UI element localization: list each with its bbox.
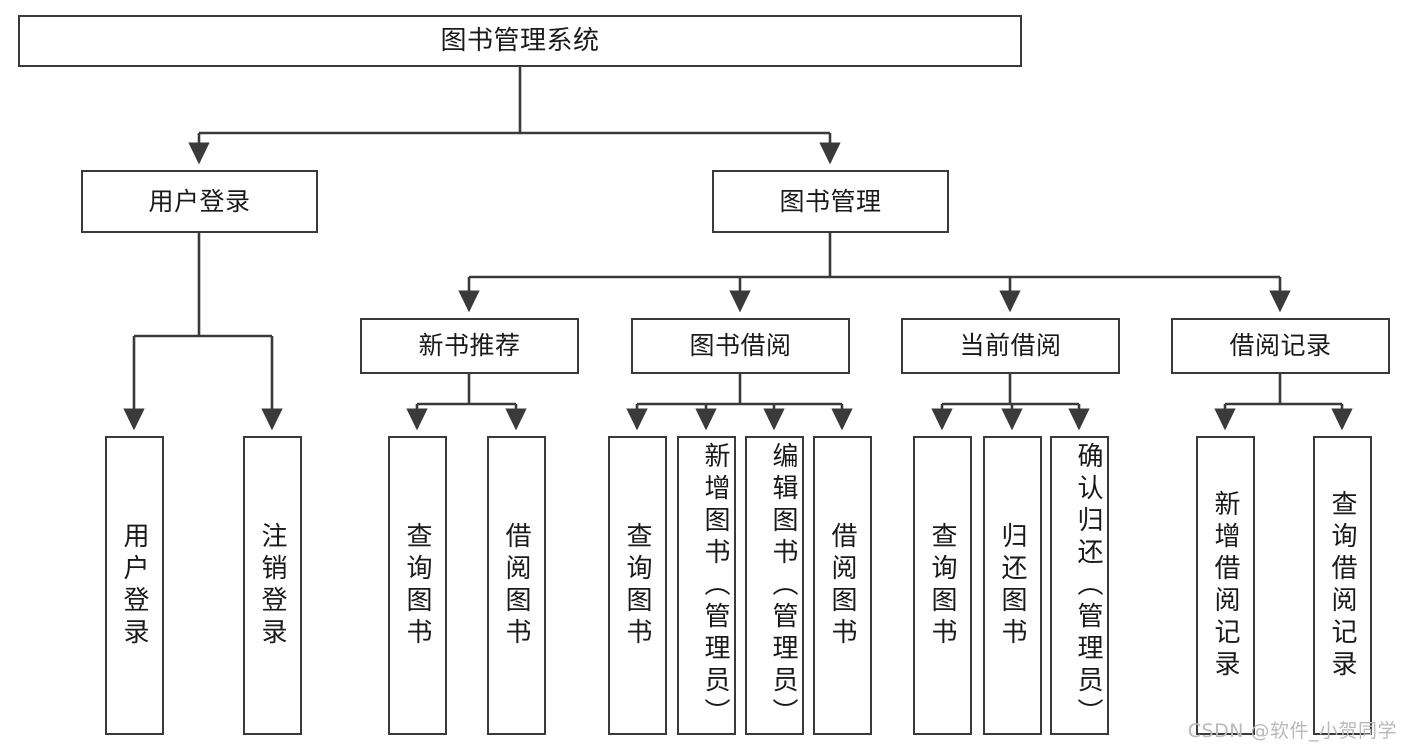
node-new-book-recommend[interactable]: 新书推荐 (360, 318, 579, 374)
node-leaf-user-login[interactable]: 用户登录 (105, 436, 164, 735)
node-borrow-record[interactable]: 借阅记录 (1171, 318, 1390, 374)
node-book-manage[interactable]: 图书管理 (712, 170, 949, 233)
node-label: 新书推荐 (418, 331, 521, 361)
node-leaf-borrow-book-1[interactable]: 借阅图书 (487, 436, 546, 735)
node-leaf-query-record[interactable]: 查询借阅记录 (1313, 436, 1372, 735)
node-label: 借阅记录 (1229, 331, 1332, 361)
node-root-system[interactable]: 图书管理系统 (18, 15, 1022, 67)
csdn-watermark: CSDN @软件_小贺同学 (1187, 720, 1397, 742)
node-label: 用户登录 (148, 186, 251, 216)
node-label: 借阅图书 (501, 521, 531, 650)
node-label: 编辑图书（管理员） (768, 442, 798, 730)
node-label: 用户登录 (119, 521, 149, 650)
node-label: 归还图书 (997, 521, 1027, 650)
node-label: 当前借阅 (959, 331, 1062, 361)
node-label: 图书管理系统 (440, 25, 600, 56)
node-current-borrow[interactable]: 当前借阅 (901, 318, 1120, 374)
node-label: 新增图书（管理员） (700, 442, 730, 730)
node-user-login[interactable]: 用户登录 (81, 170, 318, 233)
node-leaf-confirm-return[interactable]: 确认归还（管理员） (1050, 436, 1109, 735)
node-leaf-logout-login[interactable]: 注销登录 (243, 436, 302, 735)
node-leaf-return-book[interactable]: 归还图书 (983, 436, 1042, 735)
node-label: 查询图书 (402, 521, 432, 650)
node-leaf-query-book-2[interactable]: 查询图书 (608, 436, 667, 735)
node-leaf-borrow-book-2[interactable]: 借阅图书 (813, 436, 872, 735)
node-leaf-query-book-3[interactable]: 查询图书 (913, 436, 972, 735)
node-leaf-edit-book[interactable]: 编辑图书（管理员） (745, 436, 804, 735)
node-label: 确认归还（管理员） (1073, 442, 1103, 730)
node-label: 查询图书 (927, 521, 957, 650)
node-label: 查询借阅记录 (1327, 489, 1357, 682)
node-label: 注销登录 (257, 521, 287, 650)
node-leaf-add-book[interactable]: 新增图书（管理员） (677, 436, 736, 735)
node-label: 新增借阅记录 (1210, 489, 1240, 682)
node-leaf-query-book-1[interactable]: 查询图书 (388, 436, 447, 735)
node-label: 图书管理 (779, 186, 882, 216)
node-label: 查询图书 (622, 521, 652, 650)
node-leaf-add-record[interactable]: 新增借阅记录 (1196, 436, 1255, 735)
node-book-borrow[interactable]: 图书借阅 (631, 318, 850, 374)
node-label: 借阅图书 (827, 521, 857, 650)
node-label: 图书借阅 (689, 331, 792, 361)
